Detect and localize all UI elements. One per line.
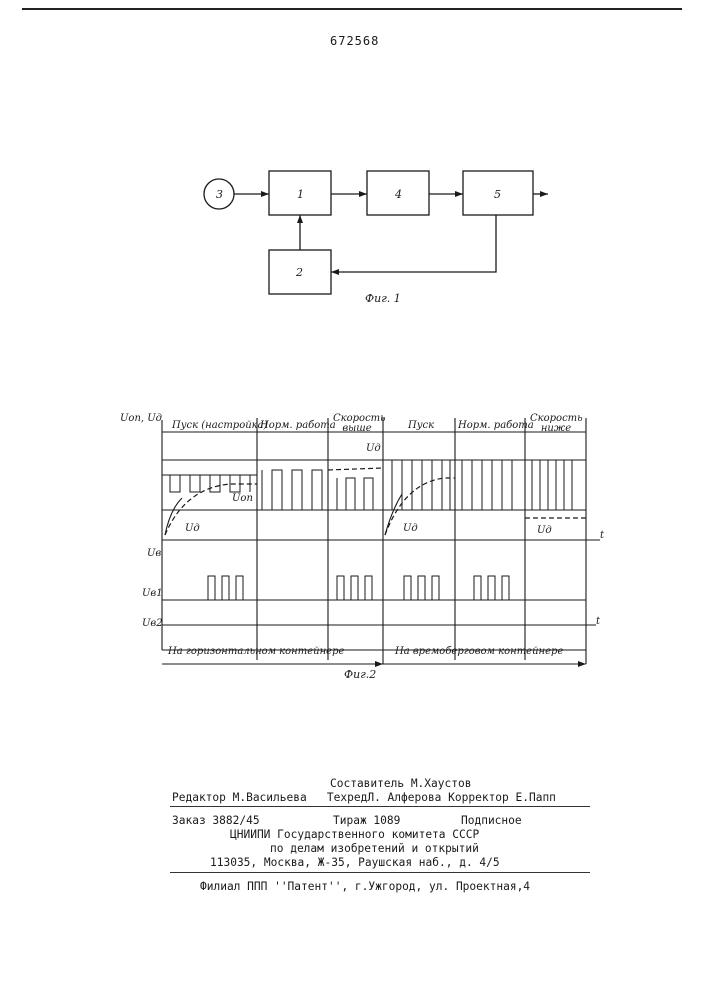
phase-start: Пуск [408, 420, 434, 431]
phase-start-tuning: Пуск (настройка) [172, 420, 268, 431]
container-wrm: На времоберговом контейнере [395, 646, 563, 657]
footer-rule-2 [170, 872, 590, 873]
order: Заказ 3882/45 [172, 814, 260, 827]
ud-label-upper: Uд [366, 443, 381, 454]
phase-speed-higher: Скорость выше [333, 414, 381, 434]
phase-normal-2: Норм. работа [458, 420, 534, 431]
ud-label-mid: Uд [403, 523, 418, 534]
org-line-2: по делам изобретений и открытий [270, 842, 479, 855]
footer-rule-1 [170, 806, 590, 807]
t-axis-label-upper: t [600, 530, 604, 541]
subscription: Подписное [461, 814, 522, 827]
address: 113035, Москва, Ж-35, Раушская наб., д. … [210, 856, 500, 869]
y-axis-uv-label: Uв [147, 548, 161, 559]
ud-label-left: Uд [185, 523, 200, 534]
container-horizontal: На горизонтальном контейнере [168, 646, 344, 657]
editor-line: Редактор М.Васильева ТехредЛ. Алферова К… [172, 791, 556, 804]
tirazh: Тираж 1089 [333, 814, 400, 827]
composer: Составитель М.Хаустов [330, 777, 471, 790]
y-axis-uv1-label: Uв1 [142, 588, 163, 599]
t-axis-label-lower: t [596, 616, 600, 627]
org-line-1: ЦНИИПИ Государственного комитета СССР [230, 828, 479, 841]
fig2-caption: Фиг.2 [344, 668, 376, 681]
uv1-pulses [162, 576, 525, 600]
y-axis-top-label: Uоп, Uд [120, 413, 162, 424]
phase-normal-1: Норм. работа [260, 420, 336, 431]
y-axis-uv2-label: Uв2 [142, 618, 163, 629]
uop-label: Uоп [232, 493, 253, 504]
ud-label-right: Uд [537, 525, 552, 536]
phase-speed-lower: Скорость ниже [530, 414, 582, 434]
branch: Филиал ППП ''Патент'', г.Ужгород, ул. Пр… [200, 880, 530, 893]
ud-curves [165, 468, 586, 535]
